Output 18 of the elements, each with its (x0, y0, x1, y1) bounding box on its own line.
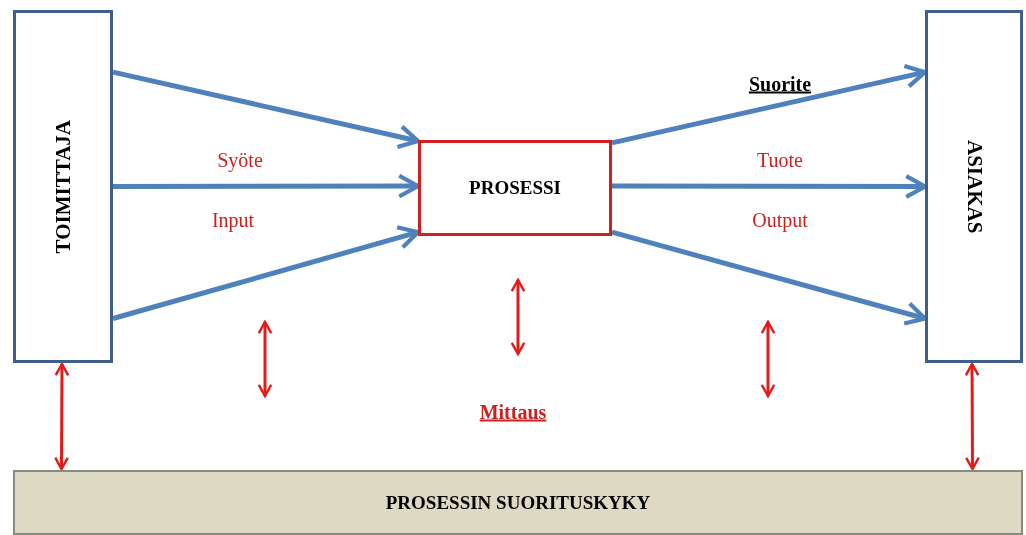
flow-label: Input (211, 208, 255, 232)
customer-box (925, 10, 1023, 363)
arrow (54, 362, 70, 471)
node-label: ASIAKAS (961, 139, 987, 234)
node-label: PROSESSI (469, 177, 561, 199)
heading-label: Mittaus (479, 400, 547, 424)
flow-label: Syöte (217, 148, 263, 172)
node-label: PROSESSIN SUORITUSKYKY (385, 491, 651, 514)
node-label: TOIMITTAJA (50, 119, 76, 254)
heading-label: Suorite (748, 72, 812, 96)
process-box (418, 140, 612, 236)
arrow (112, 69, 421, 150)
arrow (964, 362, 980, 471)
flow-label: Output (752, 208, 808, 232)
supplier-box (13, 10, 113, 363)
performance-band (13, 470, 1023, 535)
flow-label: Tuote (757, 148, 803, 172)
arrow (112, 225, 421, 321)
